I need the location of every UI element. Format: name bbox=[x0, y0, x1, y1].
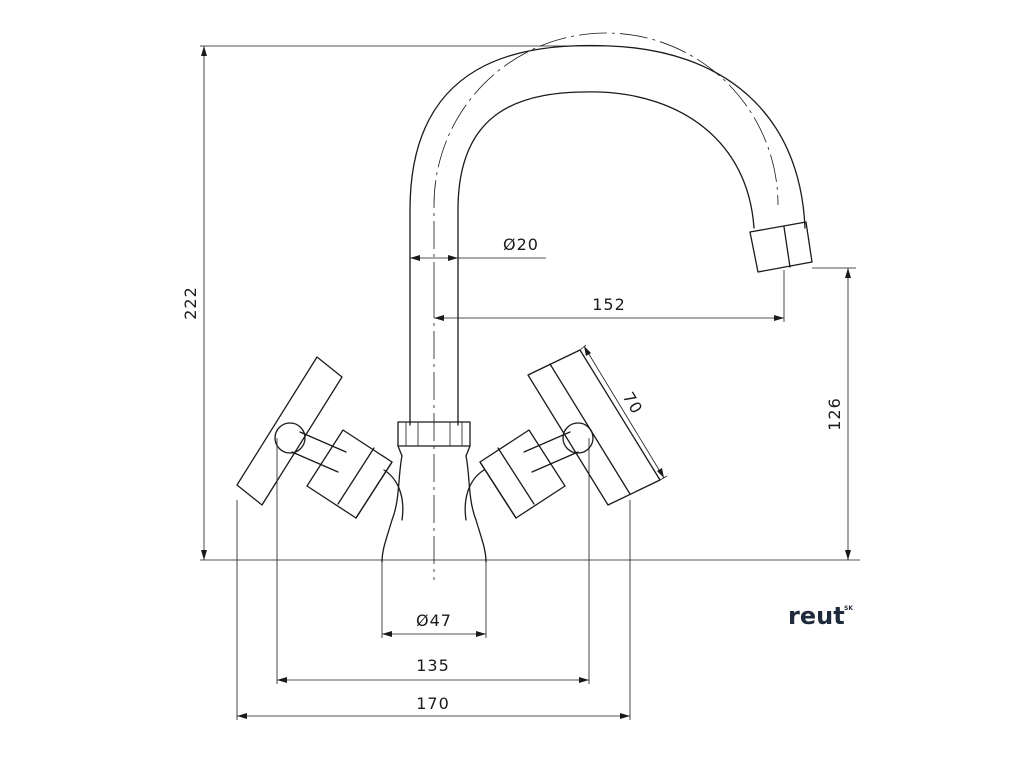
dim-handle-span-label: 135 bbox=[416, 656, 450, 675]
brand-logo: reut SK bbox=[788, 602, 853, 630]
right-handle bbox=[479, 349, 661, 519]
centerlines bbox=[433, 32, 779, 580]
aerator bbox=[749, 221, 813, 273]
spout-nut bbox=[397, 421, 471, 457]
left-handle bbox=[236, 356, 393, 519]
dim-handle-span: 135 bbox=[276, 438, 590, 684]
dim-spout-diameter: Ø20 bbox=[410, 235, 546, 261]
dim-overall-width-label: 170 bbox=[416, 694, 450, 713]
dim-spout-height-label: 126 bbox=[825, 397, 844, 431]
dim-spout-reach: 152 bbox=[434, 270, 785, 322]
dim-height-total-label: 222 bbox=[181, 286, 200, 320]
dim-handle-length-label: 70 bbox=[619, 389, 647, 418]
dim-handle-length: 70 bbox=[579, 344, 668, 481]
dim-height-total: 222 bbox=[181, 45, 610, 560]
brand-logo-text: reut bbox=[788, 602, 845, 630]
dim-spout-diameter-label: Ø20 bbox=[503, 235, 539, 254]
dim-overall-width: 170 bbox=[236, 500, 631, 720]
dim-base-diameter: Ø47 bbox=[381, 562, 487, 638]
brand-logo-sub: SK bbox=[844, 605, 853, 612]
dim-base-diameter-label: Ø47 bbox=[416, 611, 452, 630]
valve-body bbox=[381, 455, 487, 563]
dim-spout-height: 126 bbox=[812, 267, 856, 560]
spout bbox=[409, 44, 806, 426]
dim-spout-reach-label: 152 bbox=[592, 295, 626, 314]
